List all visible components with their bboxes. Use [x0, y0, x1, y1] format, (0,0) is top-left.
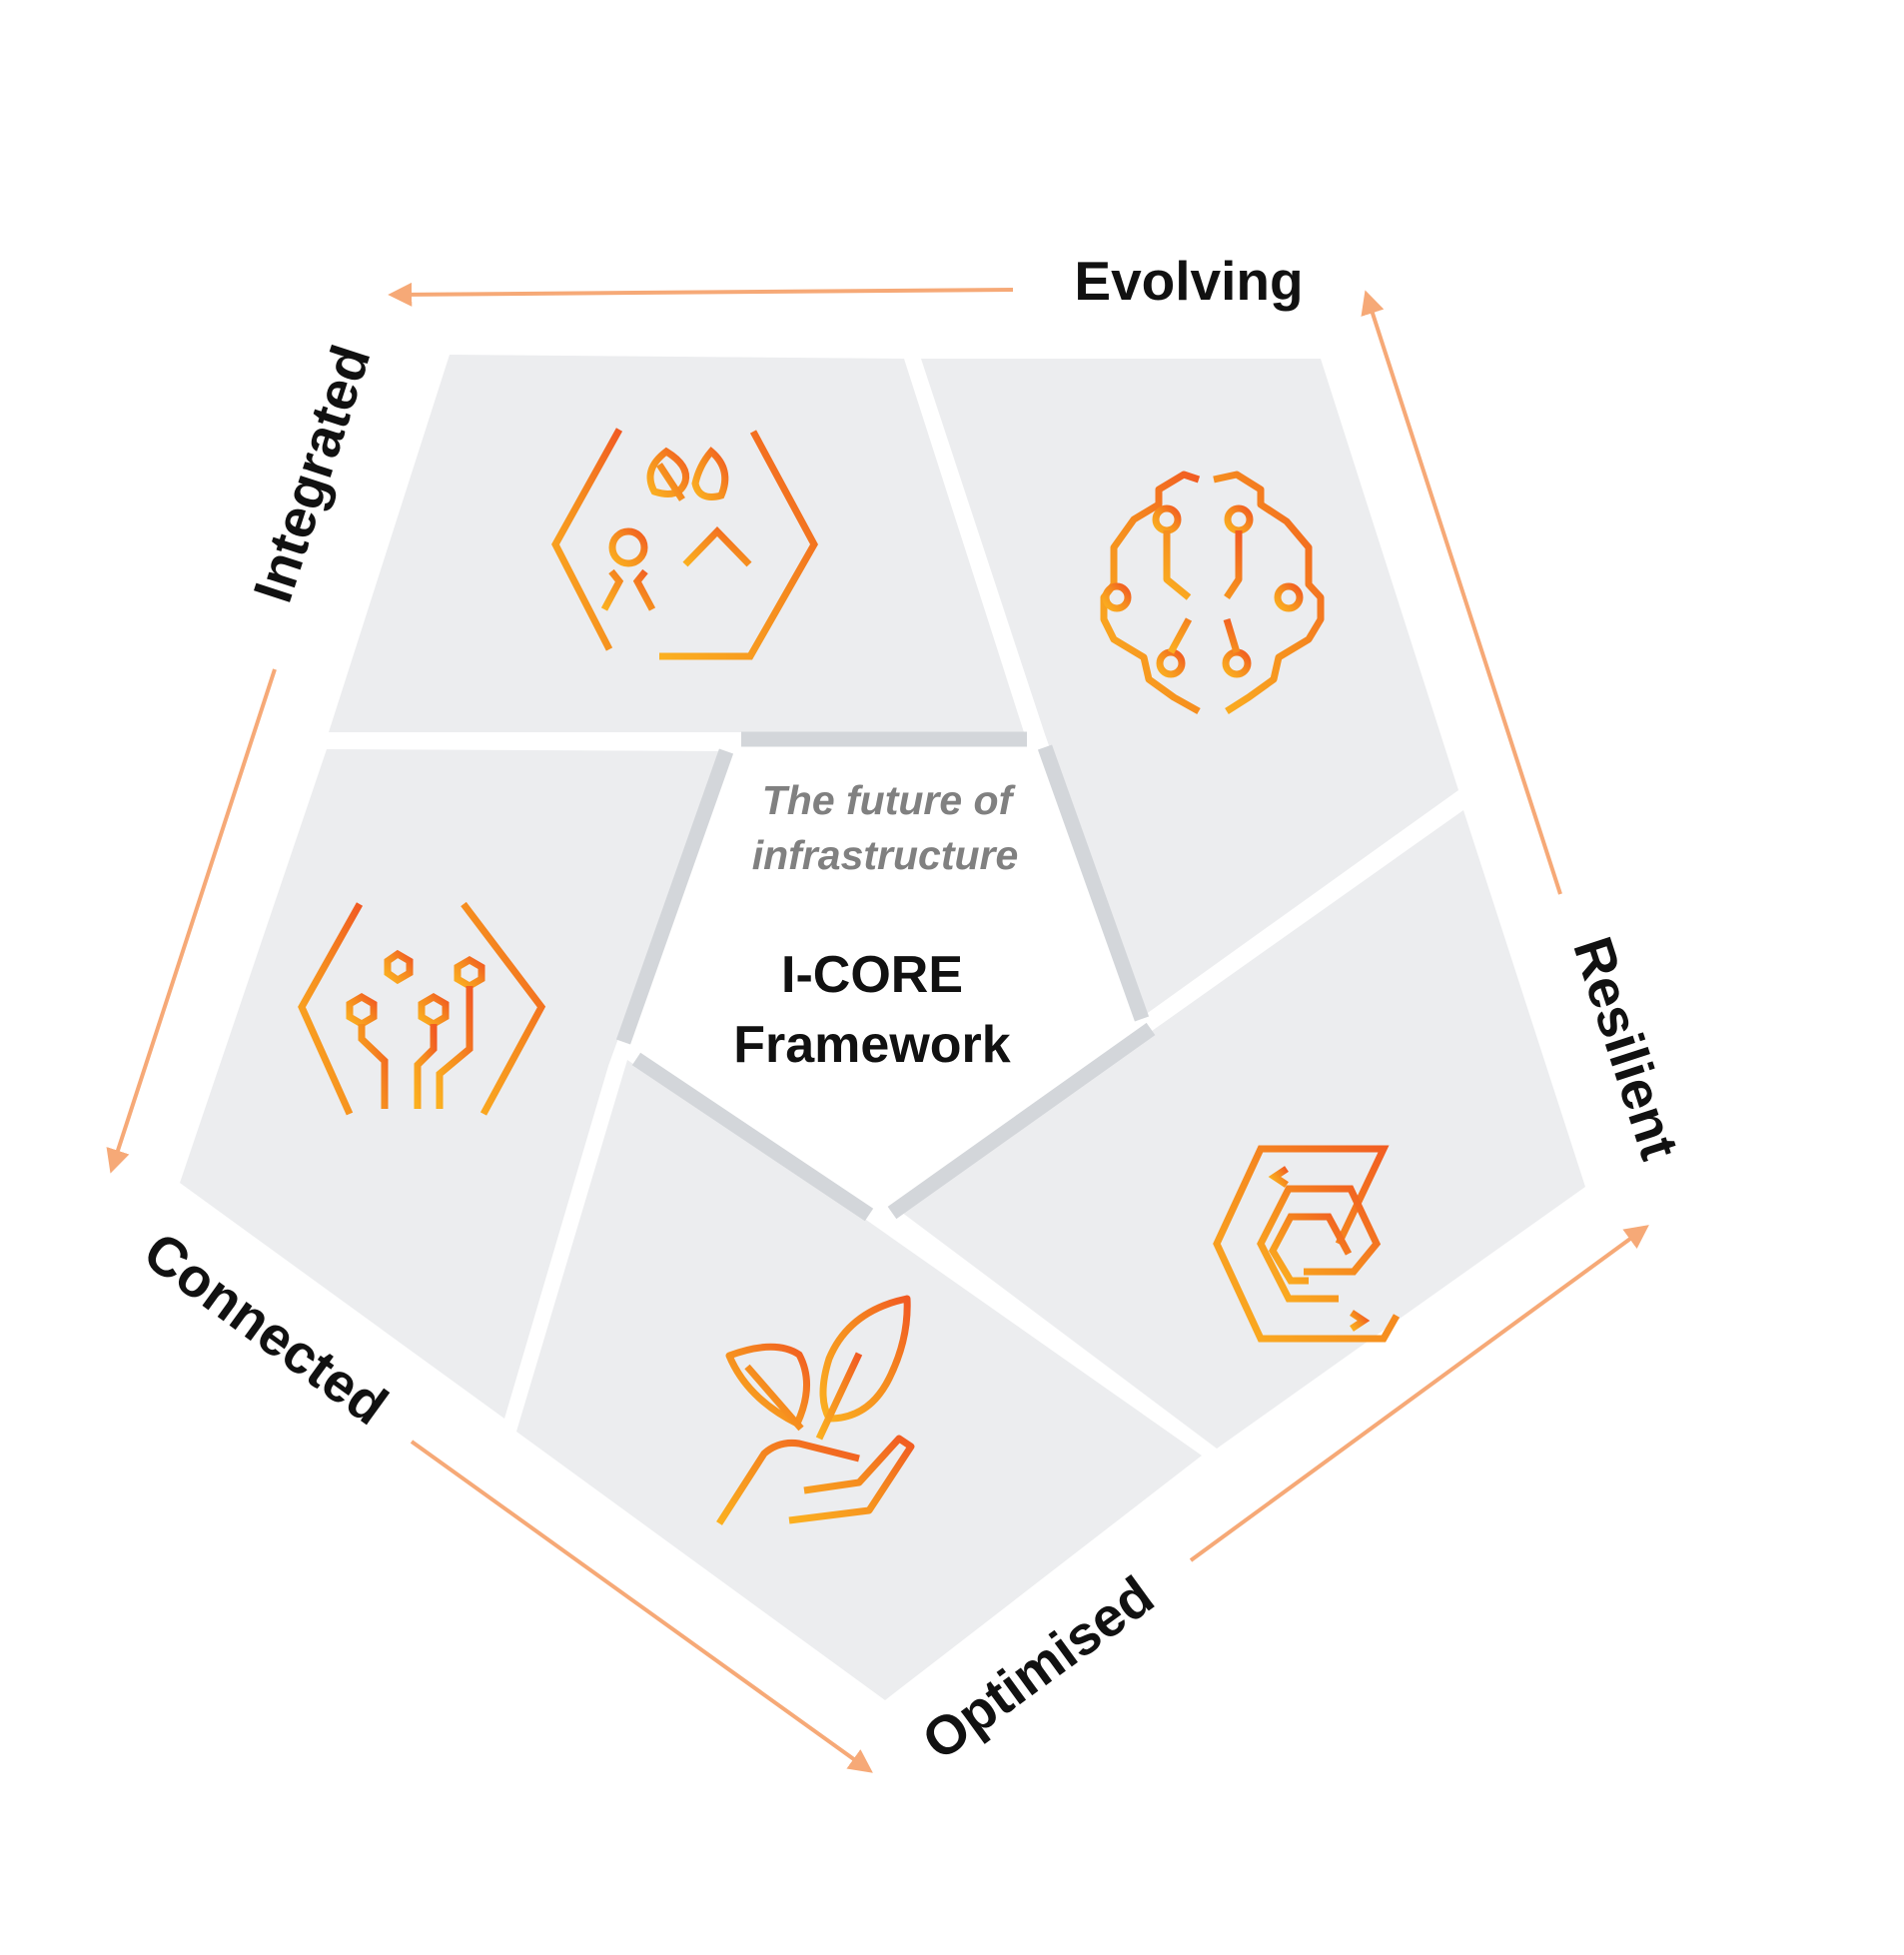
tagline-line1: The future of [762, 777, 1017, 823]
tagline-line2: infrastructure [752, 832, 1019, 878]
segment-resilient [897, 810, 1585, 1449]
arrow-resilient-to-evolving [1361, 290, 1562, 895]
segment-evolving [921, 359, 1458, 1015]
center-pentagon-edges [615, 731, 1156, 1222]
segment-connected [180, 749, 722, 1419]
label-integrated: Integrated [241, 338, 382, 609]
center-title-line2: Framework [733, 1016, 1011, 1074]
arrow-integrated-to-connected [106, 668, 277, 1174]
arrow-optimised-to-resilient [1189, 1225, 1649, 1562]
label-evolving: Evolving [1074, 250, 1303, 312]
brain-circuit-icon [1100, 471, 1325, 715]
cycle-arrows [106, 282, 1649, 1773]
center-title-line1: I-CORE [781, 946, 963, 1004]
arrow-connected-to-optimised [410, 1440, 873, 1773]
hexagon-circuit-tree-icon [298, 900, 546, 1118]
segment-optimised [516, 1060, 1202, 1700]
concentric-hexagon-cycle-icon [1213, 1145, 1401, 1343]
hand-sprout-icon [716, 1295, 915, 1525]
label-resilient: Resilient [1561, 930, 1691, 1167]
arrow-evolving-to-integrated [388, 282, 1014, 307]
hexagon-people-nature-building-icon [551, 428, 819, 660]
segment-integrated [329, 355, 1024, 732]
